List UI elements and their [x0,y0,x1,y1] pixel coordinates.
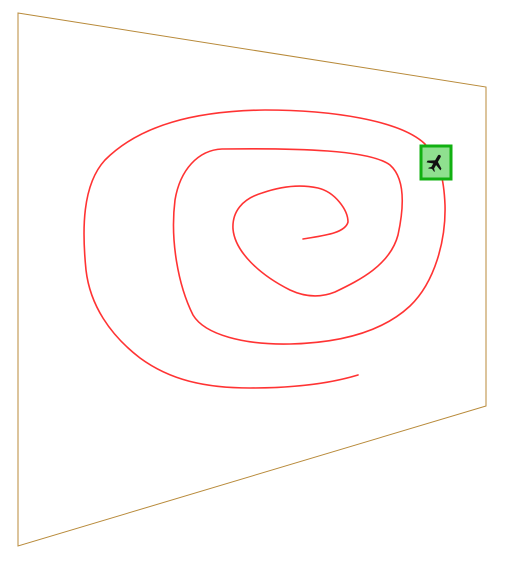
player-unit[interactable] [419,144,453,181]
airplane-icon [426,154,442,172]
spiral-trail [83,109,446,389]
perspective-plane [17,12,487,547]
